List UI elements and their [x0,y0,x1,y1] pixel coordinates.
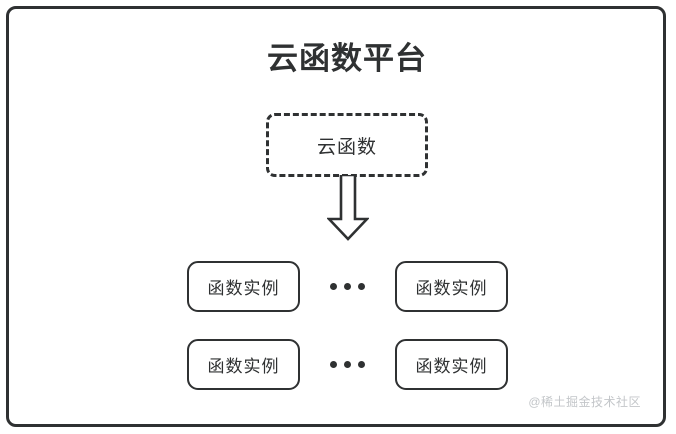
cloud-function-label: 云函数 [316,136,377,158]
function-instance-label: 函数实例 [415,279,488,298]
function-instance-box: 函数实例 [187,339,300,390]
function-instance-label: 函数实例 [207,357,280,376]
cloud-function-platform-frame: 云函数平台 云函数 函数实例 函数实例 函数实例 [6,6,666,427]
function-instance-box: 函数实例 [187,261,300,312]
ellipsis-dot [343,361,351,368]
ellipsis-dots-icon [321,261,373,312]
ellipsis-dots-icon [321,339,373,390]
ellipsis-dot [329,283,337,290]
function-instance-label: 函数实例 [415,357,488,376]
instance-row-1: 函数实例 函数实例 [9,261,676,312]
ellipsis-dot [357,361,365,368]
function-instance-box: 函数实例 [395,261,508,312]
ellipsis-dot [357,283,365,290]
ellipsis-dot [343,283,351,290]
function-instance-box: 函数实例 [395,339,508,390]
page-title: 云函数平台 [267,41,427,76]
instance-row-2: 函数实例 函数实例 [9,339,676,390]
cloud-function-node: 云函数 [266,113,428,177]
function-instance-label: 函数实例 [207,279,280,298]
ellipsis-dot [329,361,337,368]
watermark: @稀土掘金技术社区 [528,395,641,409]
arrow-down-block-icon [325,173,371,241]
